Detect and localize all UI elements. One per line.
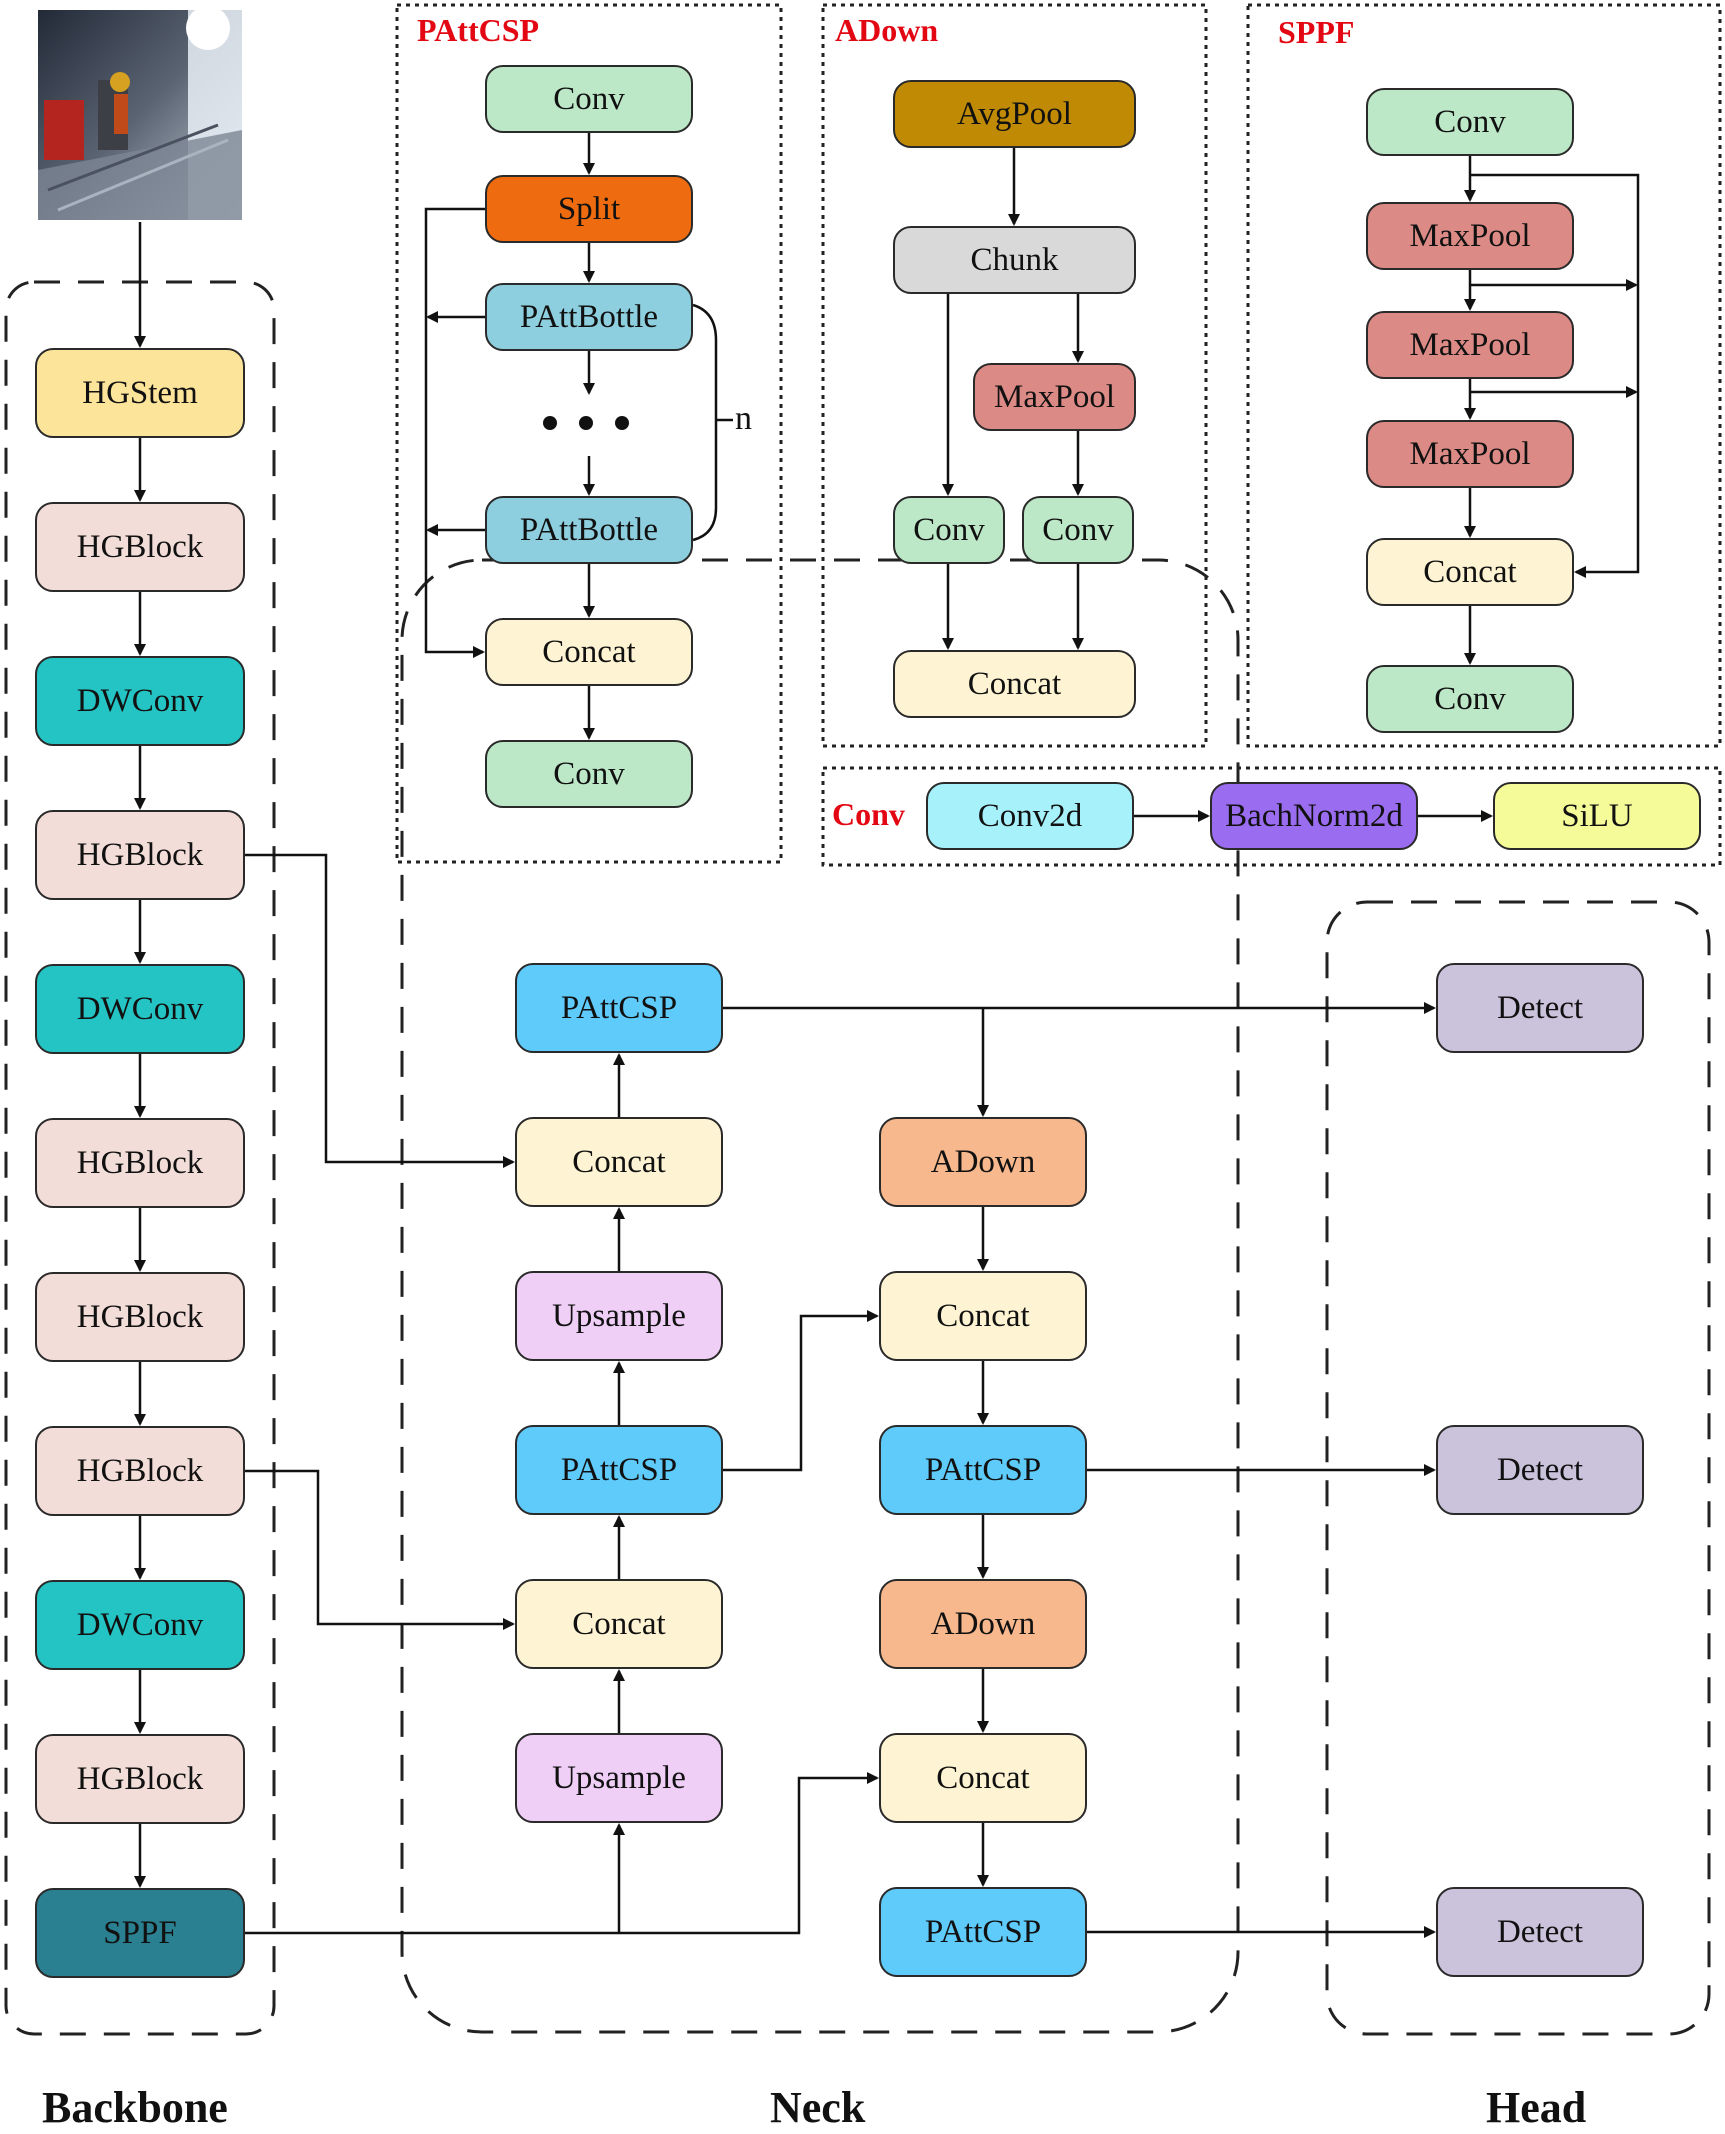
sppf-to-concat4 (245, 1772, 879, 1935)
neck-pattcsp-right-2: PAttCSP (879, 1887, 1087, 1977)
adown-avgpool: AvgPool (893, 80, 1136, 148)
repeat-count-label: n (735, 400, 752, 437)
adown-concat: Concat (893, 650, 1136, 718)
backbone-dwconv-3: DWConv (35, 1580, 245, 1670)
backbone-hgblock-6: HGBlock (35, 1734, 245, 1824)
head-detect-3: Detect (1436, 1887, 1644, 1977)
sppf-maxpool-1: MaxPool (1366, 202, 1574, 270)
neck-upsample-1: Upsample (515, 1271, 723, 1361)
head-detect-2: Detect (1436, 1425, 1644, 1515)
neck-concat-2: Concat (515, 1579, 723, 1669)
neck-frame (400, 558, 1240, 2034)
pattcsp-module-frame (395, 3, 783, 864)
pattcsp-concat: Concat (485, 618, 693, 686)
head-frame (1325, 900, 1711, 2036)
backbone-hgblock-1: HGBlock (35, 502, 245, 592)
adown-conv-right: Conv (1022, 496, 1134, 564)
neck-adown-1: ADown (879, 1117, 1087, 1207)
pattcsp-split: Split (485, 175, 693, 243)
neck-upsample-2: Upsample (515, 1733, 723, 1823)
skip-hgblock5-to-concat2 (245, 1469, 515, 1630)
head-detect-1: Detect (1436, 963, 1644, 1053)
head-label: Head (1486, 2083, 1587, 2132)
sppf-concat-bypass (1470, 173, 1640, 578)
sppf-conv-in: Conv (1366, 88, 1574, 156)
sppf-maxpool-2: MaxPool (1366, 311, 1574, 379)
input-image (38, 10, 242, 220)
neck-concat-4: Concat (879, 1733, 1087, 1823)
neck-concat-3: Concat (879, 1271, 1087, 1361)
conv-silu: SiLU (1493, 782, 1701, 850)
backbone-hgblock-3: HGBlock (35, 1118, 245, 1208)
conv-conv2d: Conv2d (926, 782, 1134, 850)
neck-concat-1: Concat (515, 1117, 723, 1207)
conv-section-title: Conv (832, 796, 905, 832)
repeat-ellipsis (543, 416, 629, 430)
sppf-module-frame (1246, 3, 1722, 748)
neck-pattcsp-mid: PAttCSP (515, 1425, 723, 1515)
backbone-hgblock-4: HGBlock (35, 1272, 245, 1362)
sppf-conv-out: Conv (1366, 665, 1574, 733)
pattcsp-mid-to-concat3 (723, 1310, 879, 1472)
neck-adown-2: ADown (879, 1579, 1087, 1669)
backbone-dwconv-2: DWConv (35, 964, 245, 1054)
adown-module-frame (821, 3, 1208, 748)
adown-section-title: ADown (835, 12, 939, 48)
pattcsp-conv-out: Conv (485, 740, 693, 808)
pattcsp-section-title: PAttCSP (417, 12, 540, 48)
neck-label: Neck (770, 2083, 866, 2132)
pattcsp-conv-in: Conv (485, 65, 693, 133)
backbone-hgstem: HGStem (35, 348, 245, 438)
sppf-concat: Concat (1366, 538, 1574, 606)
pattcsp-split-bypass (424, 207, 485, 658)
conv-module-frame (821, 766, 1722, 867)
backbone-hgblock-2: HGBlock (35, 810, 245, 900)
neck-pattcsp-top: PAttCSP (515, 963, 723, 1053)
skip-hgblock2-to-concat1 (245, 853, 515, 1168)
backbone-label: Backbone (42, 2083, 228, 2132)
backbone-dwconv-1: DWConv (35, 656, 245, 746)
sppf-section-title: SPPF (1278, 14, 1355, 50)
conv-bachnorm2d: BachNorm2d (1210, 782, 1418, 850)
adown-maxpool: MaxPool (973, 363, 1136, 431)
pattcsp-pattbottle-n: PAttBottle (485, 496, 693, 564)
backbone-hgblock-5: HGBlock (35, 1426, 245, 1516)
sppf-maxpool-3: MaxPool (1366, 420, 1574, 488)
repeat-bracket (692, 303, 718, 542)
neck-pattcsp-right-1: PAttCSP (879, 1425, 1087, 1515)
backbone-sppf: SPPF (35, 1888, 245, 1978)
pattcsp-pattbottle-1: PAttBottle (485, 283, 693, 351)
adown-chunk: Chunk (893, 226, 1136, 294)
adown-conv-left: Conv (893, 496, 1005, 564)
